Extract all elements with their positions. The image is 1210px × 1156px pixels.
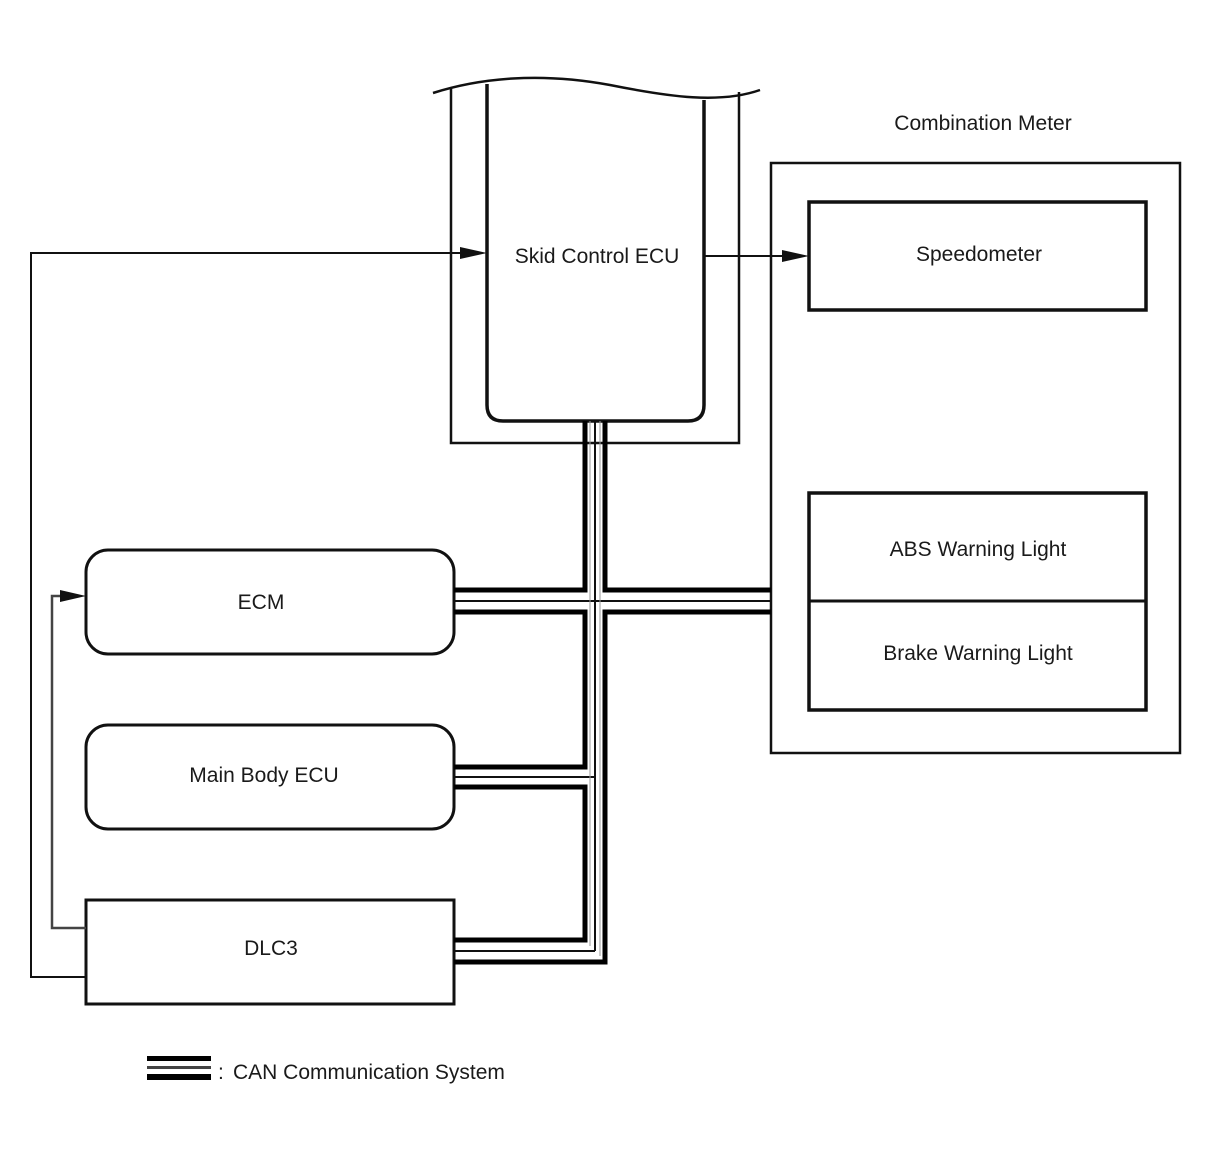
main-body-ecu-label: Main Body ECU [189,764,338,787]
brake-warning-light-label: Brake Warning Light [883,642,1073,665]
combination-meter-label: Combination Meter [894,112,1071,135]
legend: : CAN Communication System [147,1056,505,1084]
speedometer-box [807,200,1148,312]
wire-skid-control-ecu-to-speedometer [704,250,809,262]
legend-can-symbol [147,1056,211,1080]
dlc3-box [84,898,456,1006]
wire-dlc3-to-ecm [50,590,86,930]
can-bus [454,421,771,965]
abs-warning-light-label: ABS Warning Light [890,538,1067,561]
skid-control-ecu-label: Skid Control ECU [515,245,680,268]
ecm-label: ECM [238,591,285,614]
speedometer-label: Speedometer [916,243,1042,266]
legend-label: CAN Communication System [233,1061,505,1084]
dlc3-label: DLC3 [244,937,298,960]
legend-separator: : [218,1061,224,1084]
wire-dlc3-to-skid-control-ecu [30,247,487,978]
